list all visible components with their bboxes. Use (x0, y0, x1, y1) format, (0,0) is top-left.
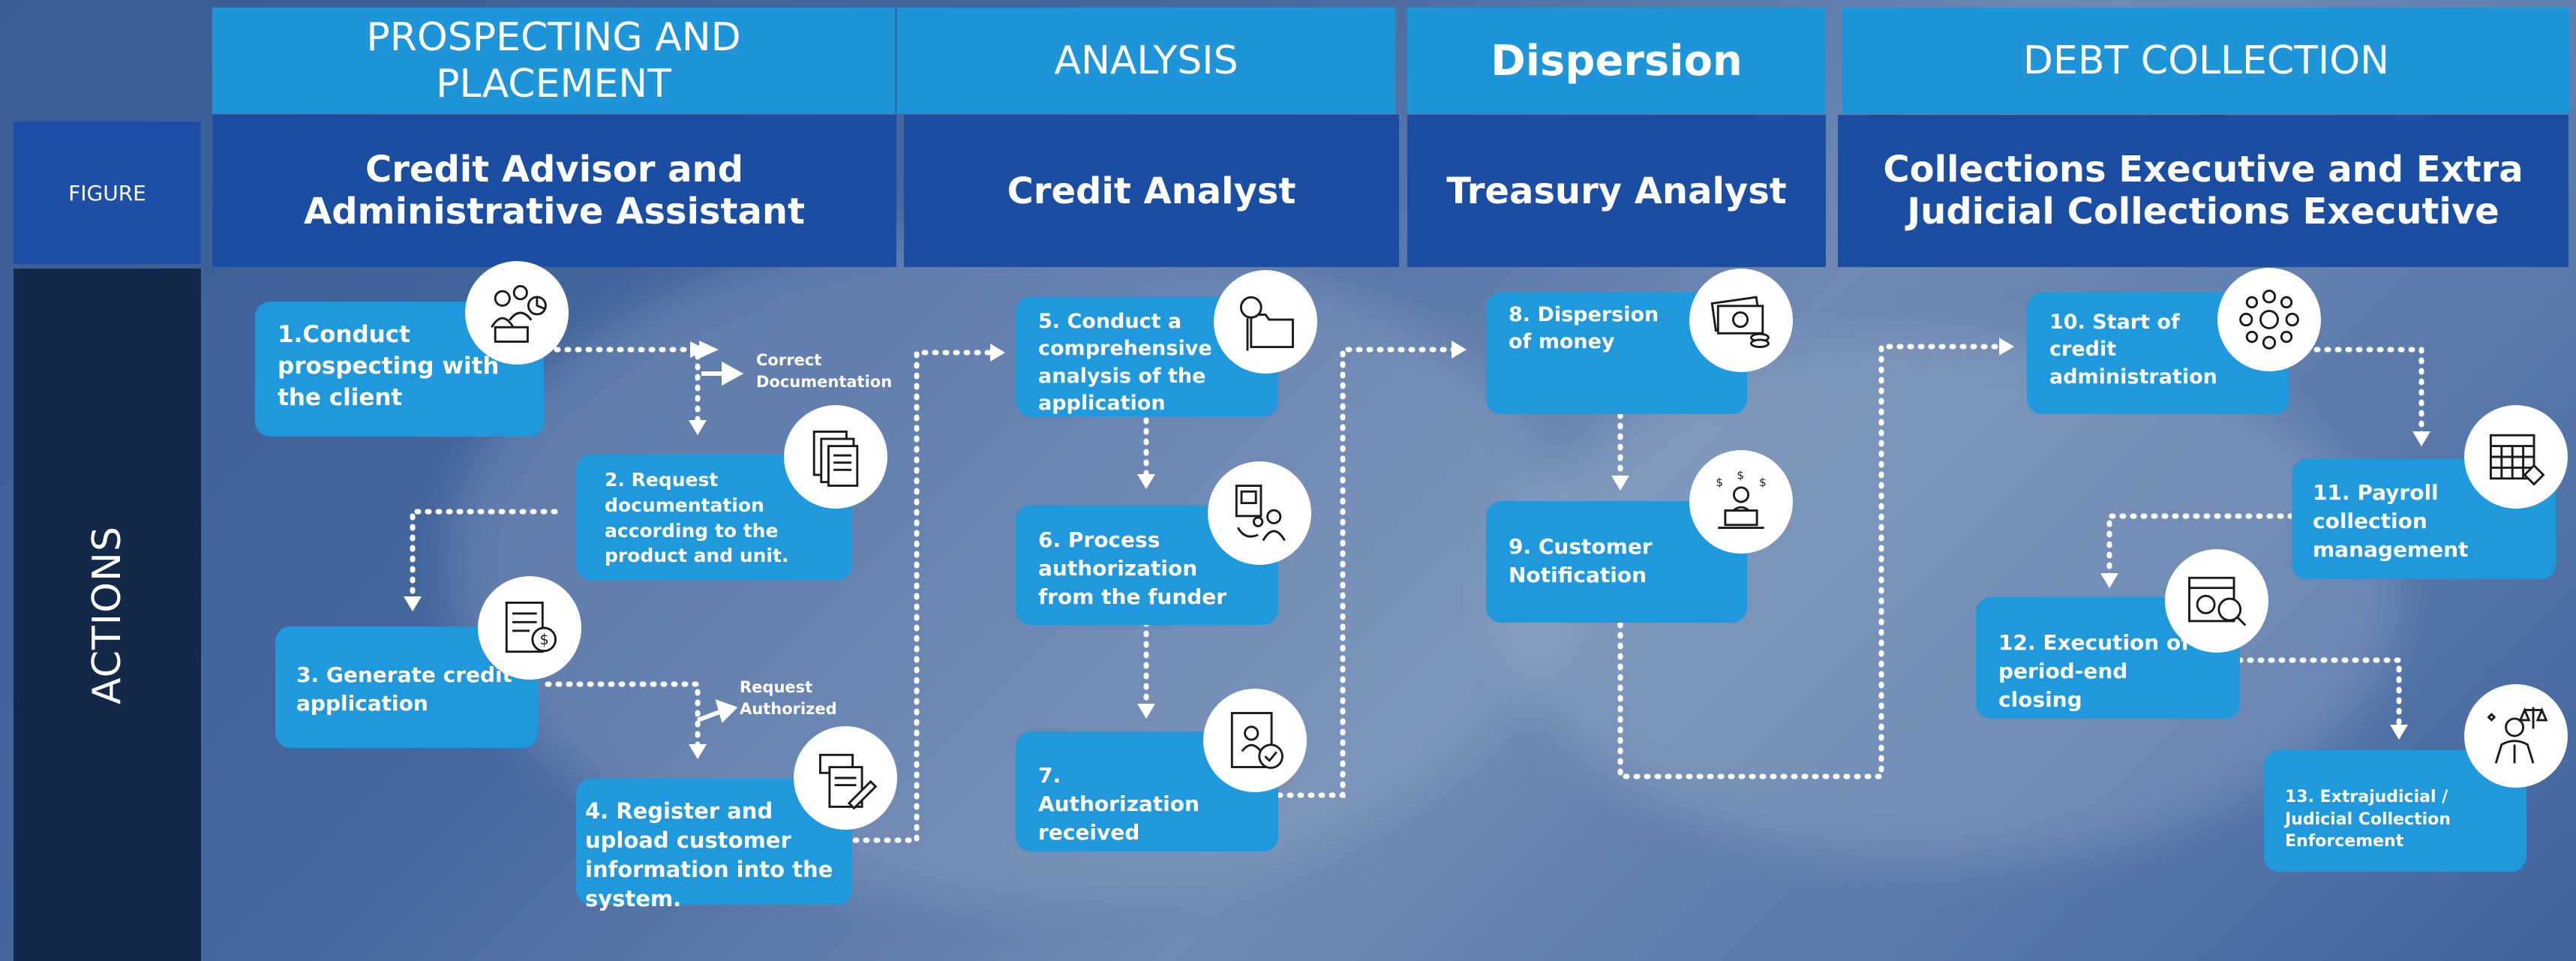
calendar-search-icon (2165, 549, 2268, 653)
step-card-5: 5. Conduct a comprehensive analysis of t… (1016, 296, 1278, 416)
note-request-authorized: Request Authorized (740, 678, 837, 719)
connector-9-10 (1617, 344, 2006, 779)
connector-10-11 (2292, 347, 2424, 438)
stage-header-prospecting: PROSPECTING AND PLACEMENT (212, 8, 895, 114)
connector-2-3 (410, 509, 558, 603)
calendar-payroll-icon (2464, 405, 2568, 509)
connector-3-4 (545, 681, 701, 753)
figure-label-cell: FIGURE (14, 122, 201, 264)
invoice-money-icon: $ (478, 576, 581, 680)
team-chart-icon (465, 261, 569, 365)
connector-4-5 (852, 350, 997, 843)
authorization-person-icon (1208, 461, 1311, 565)
figure-label: FIGURE (68, 180, 146, 206)
documents-icon (784, 405, 887, 509)
svg-text:$: $ (1737, 468, 1744, 482)
step-card-4: 4. Register and upload customer informat… (576, 779, 852, 911)
finance-network-icon (2217, 268, 2321, 371)
stage-header-analysis: ANALYSIS (897, 8, 1395, 114)
stage-header-dispersion: Dispersion (1407, 8, 1826, 114)
note-correct-documentation: Correct Documentation (756, 351, 893, 392)
laptop-user-money-icon: $ $ $ (1689, 450, 1793, 554)
lawyer-justice-icon (2464, 684, 2568, 788)
svg-text:$: $ (1759, 476, 1767, 489)
svg-text:$: $ (539, 631, 548, 648)
connector-12-13 (2236, 657, 2402, 732)
certificate-check-icon (1203, 689, 1307, 792)
folder-search-icon (1214, 270, 1317, 374)
role-collections-executive: Collections Executive and Extra Judicial… (1838, 115, 2568, 267)
role-credit-advisor: Credit Advisor and Administrative Assist… (212, 115, 896, 267)
step-card-6: 6. Process authorization from the funder (1016, 505, 1278, 625)
actions-label-cell: ACTIONS (14, 269, 201, 961)
role-treasury-analyst: Treasury Analyst (1407, 115, 1826, 267)
role-credit-analyst: Credit Analyst (904, 115, 1399, 267)
svg-text:$: $ (1716, 476, 1723, 489)
connector-11-12 (2106, 513, 2295, 582)
connector-1-2 (554, 347, 701, 427)
form-edit-icon (794, 726, 897, 830)
step-card-9: 9. Customer Notification (1486, 501, 1747, 623)
cash-coins-icon (1689, 269, 1793, 372)
stage-header-debt-collection: DEBT COLLECTION (1842, 8, 2570, 114)
connector-7-8 (1276, 347, 1458, 798)
